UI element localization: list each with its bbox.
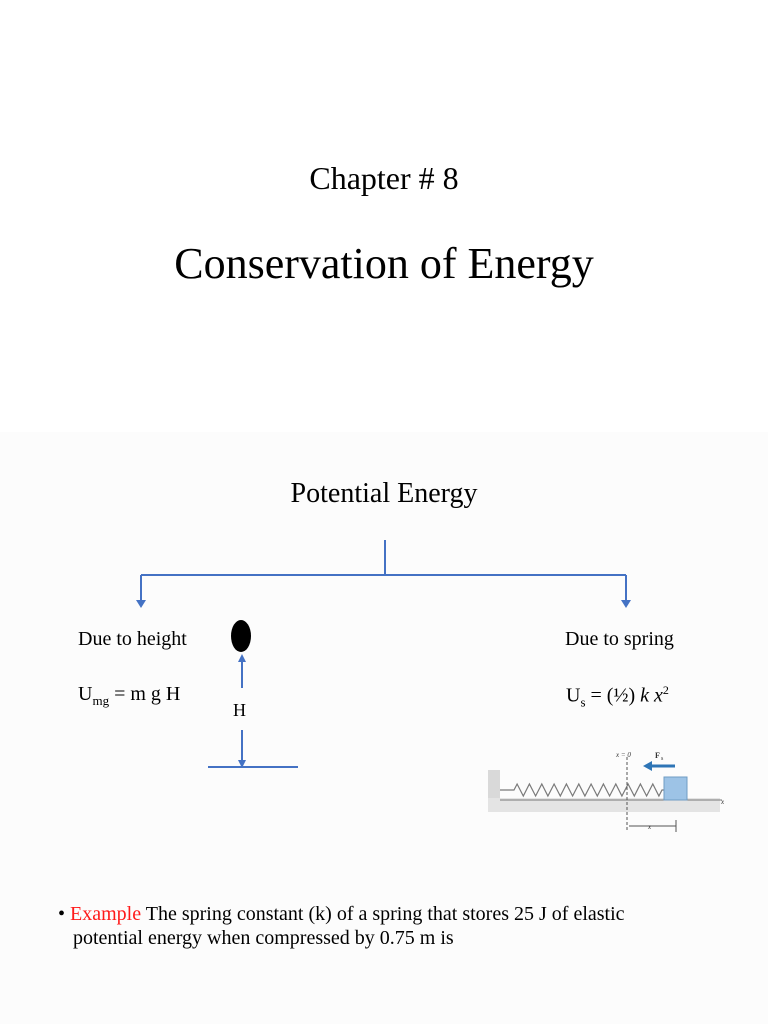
- chapter-number: Chapter # 8: [309, 160, 459, 196]
- example-bullet: • Example The spring constant (k) of a s…: [58, 902, 625, 926]
- mass-ball: [231, 620, 251, 652]
- height-arrowhead-down: [238, 760, 246, 768]
- formula-mid: = (½): [585, 684, 641, 707]
- formula-u: U: [566, 684, 581, 707]
- formula-rest: = m g H: [109, 683, 181, 705]
- example-line-2: potential energy when compressed by 0.75…: [73, 927, 454, 949]
- diagram-lines: x = 0 F s x x: [136, 540, 725, 832]
- spring-coil: [500, 782, 664, 798]
- chapter-title: Conservation of Energy: [174, 239, 594, 288]
- spring-floor: [488, 798, 720, 812]
- x0-label: x = 0: [615, 751, 631, 759]
- potential-energy-slide: Potential Energy x = 0 F s: [0, 432, 768, 1024]
- gravity-formula: Umg = m g H: [78, 683, 180, 709]
- force-label: F: [655, 751, 660, 760]
- bullet-marker: •: [58, 903, 66, 925]
- title-slide: Chapter # 8 Conservation of Energy: [0, 0, 768, 432]
- formula-sub-mg: mg: [92, 693, 110, 708]
- formula-sub-s: s: [580, 694, 586, 710]
- formula-exponent: 2: [662, 683, 669, 697]
- spring-formula: Us = (½) k x2: [566, 683, 669, 711]
- force-sub-label: s: [661, 756, 664, 762]
- right-branch-arrowhead: [621, 600, 631, 608]
- example-label: Example: [70, 903, 142, 925]
- spring-diagram: x = 0 F s x x: [488, 751, 725, 832]
- example-line-1: The spring constant (k) of a spring that…: [141, 903, 625, 925]
- height-arrowhead-up: [238, 654, 246, 662]
- height-label: Due to height: [78, 628, 187, 650]
- displacement-label: x: [647, 823, 652, 831]
- spring-block: [663, 776, 688, 801]
- spring-label: Due to spring: [565, 628, 674, 650]
- slide-heading: Potential Energy: [290, 478, 478, 509]
- force-arrowhead: [643, 761, 652, 771]
- left-branch-arrowhead: [136, 600, 146, 608]
- height-h-label: H: [233, 700, 246, 720]
- formula-kx: k x: [640, 684, 663, 707]
- axis-label: x: [720, 798, 725, 806]
- formula-u: U: [78, 683, 93, 705]
